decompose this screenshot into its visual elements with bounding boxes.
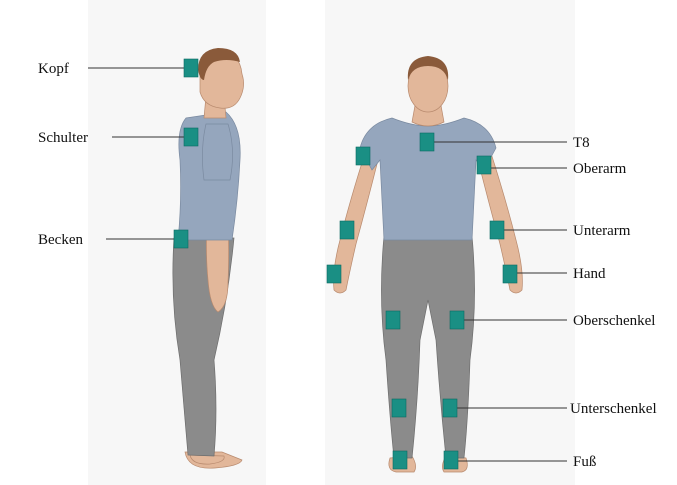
sensor-forearm-left bbox=[340, 221, 354, 239]
sensor-upper-arm-left bbox=[356, 147, 370, 165]
sensor-head bbox=[184, 59, 198, 77]
sensor-forearm-right bbox=[490, 221, 504, 239]
label-forearm: Unterarm bbox=[573, 223, 631, 239]
label-head: Kopf bbox=[38, 61, 69, 77]
sensor-lower-leg-right bbox=[443, 399, 457, 417]
sensor-hand-right bbox=[503, 265, 517, 283]
label-pelvis: Becken bbox=[38, 232, 83, 248]
label-shoulder: Schulter bbox=[38, 130, 88, 146]
label-upper-leg: Oberschenkel bbox=[573, 313, 655, 329]
sensor-lower-leg-left bbox=[392, 399, 406, 417]
sensor-foot-left bbox=[393, 451, 407, 469]
sensor-t8 bbox=[420, 133, 434, 151]
label-hand: Hand bbox=[573, 266, 606, 282]
side-sleeve bbox=[202, 124, 232, 180]
label-t8: T8 bbox=[573, 135, 590, 151]
sensor-upper-arm-right bbox=[477, 156, 491, 174]
sensor-pelvis bbox=[174, 230, 188, 248]
label-lower-leg: Unterschenkel bbox=[570, 401, 657, 417]
sensor-foot-right bbox=[444, 451, 458, 469]
sensor-upper-leg-right bbox=[450, 311, 464, 329]
sensor-hand-left bbox=[327, 265, 341, 283]
label-upper-arm: Oberarm bbox=[573, 161, 627, 177]
sensor-shoulder bbox=[184, 128, 198, 146]
sensor-upper-leg-left bbox=[386, 311, 400, 329]
label-foot: Fuß bbox=[573, 454, 596, 470]
